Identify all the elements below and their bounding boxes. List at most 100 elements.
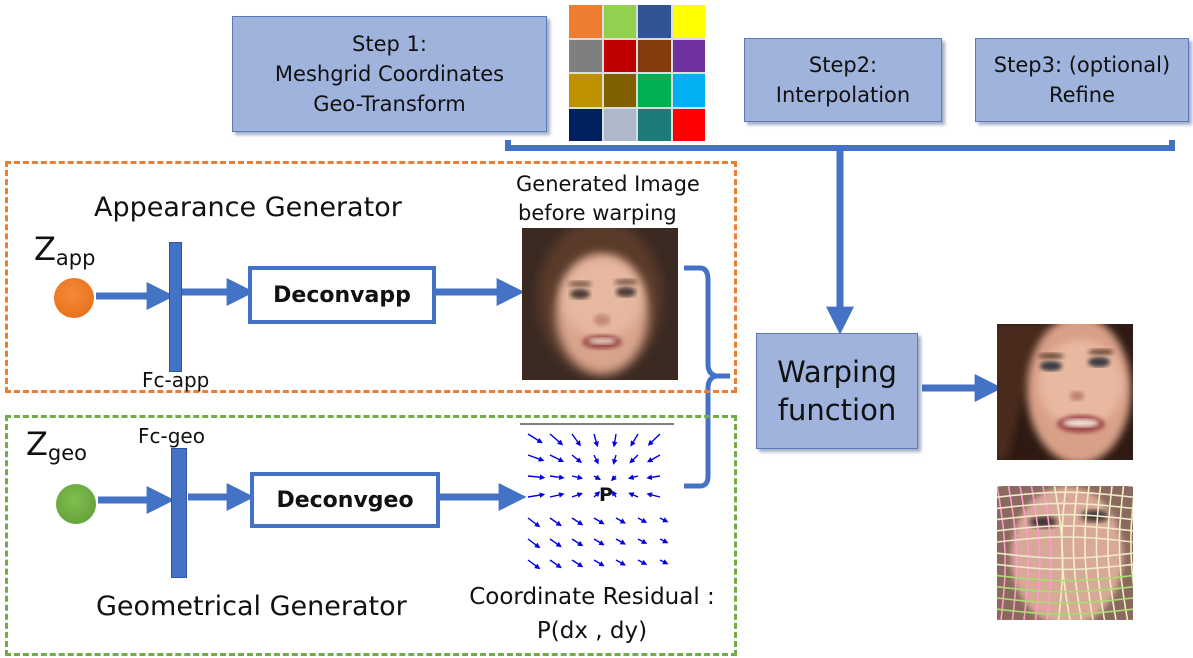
field-vector xyxy=(549,454,565,463)
grid-line-horizontal xyxy=(997,491,1133,498)
field-vector xyxy=(571,454,582,464)
grid-cell xyxy=(672,74,705,107)
field-vector xyxy=(615,538,626,545)
warping-line2: function xyxy=(777,393,897,427)
field-vector xyxy=(527,474,546,480)
residual-line1: Coordinate Residual : xyxy=(469,584,715,610)
generated-image-caption: Generated Image before warping xyxy=(516,170,700,228)
field-vector xyxy=(611,490,618,498)
step3-line1: Step3: (optional) xyxy=(993,53,1171,77)
field-vector xyxy=(630,433,639,447)
field-vector xyxy=(549,559,562,569)
field-vector xyxy=(549,538,562,548)
field-vector xyxy=(593,559,605,567)
grid-line-horizontal xyxy=(997,597,1133,604)
field-vector xyxy=(571,492,583,498)
field-vector xyxy=(659,538,669,544)
fc-app-label: Fc-app xyxy=(142,368,210,392)
field-vector xyxy=(646,454,661,463)
z-geo-label: Zgeo xyxy=(26,425,87,465)
grid-line-horizontal xyxy=(997,586,1133,593)
grid-line-horizontal xyxy=(997,574,1133,582)
grid-line-vertical xyxy=(1061,486,1071,620)
top-bracket xyxy=(505,140,1175,151)
grid-line-vertical xyxy=(1042,486,1052,620)
residual-line2: P(dx , dy) xyxy=(536,618,648,644)
grid-line-horizontal xyxy=(997,536,1133,543)
z-app-sub: app xyxy=(55,246,96,270)
grid-line-horizontal xyxy=(997,513,1133,521)
deconvapp-box: Deconvapp xyxy=(248,266,436,324)
warped-face-drawing xyxy=(997,324,1133,460)
field-vector xyxy=(571,538,584,547)
field-vector xyxy=(593,433,599,448)
field-vector xyxy=(637,559,648,565)
field-vector xyxy=(527,492,546,498)
deconvgeo-box: Deconvgeo xyxy=(250,472,440,528)
step3-line2: Refine xyxy=(1048,83,1115,107)
field-vector xyxy=(527,517,541,528)
warping-function-box: Warping function xyxy=(756,333,918,449)
geometry-frame xyxy=(5,415,737,656)
merge-brace xyxy=(684,265,730,489)
field-vector xyxy=(659,559,669,565)
field-vector xyxy=(610,475,617,482)
step1-box: Step 1: Meshgrid Coordinates Geo-Transfo… xyxy=(232,16,547,132)
field-vector xyxy=(571,559,584,568)
step3-box: Step3: (optional) Refine xyxy=(975,38,1189,122)
z-geo-node xyxy=(56,484,96,524)
z-geo-main: Z xyxy=(26,425,48,463)
deconvgeo-label: Deconvgeo xyxy=(276,487,414,513)
grid-cell xyxy=(603,74,636,107)
caption-line2: before warping xyxy=(518,201,677,225)
grid-cell xyxy=(569,74,602,107)
grid-line-vertical xyxy=(1007,486,1018,620)
grid-cell xyxy=(672,108,705,141)
field-vector xyxy=(647,433,661,446)
grid-line-vertical xyxy=(1095,486,1106,620)
grid-line-vertical xyxy=(1030,486,1041,620)
residual-caption: Coordinate Residual : P(dx , dy) xyxy=(449,580,735,648)
field-vector xyxy=(646,474,661,481)
z-app-main: Z xyxy=(34,230,56,268)
field-vector xyxy=(593,517,605,525)
warped-grid-drawing xyxy=(997,486,1133,620)
field-vector xyxy=(527,454,545,462)
field-vector xyxy=(659,517,669,523)
z-geo-sub: geo xyxy=(47,441,88,465)
grid-line-horizontal xyxy=(997,552,1133,560)
field-vector xyxy=(593,454,599,465)
field-vector xyxy=(527,538,541,549)
grid-cell xyxy=(569,39,602,72)
meshgrid-color-grid xyxy=(569,5,705,141)
grid-cell xyxy=(638,108,671,141)
field-vector xyxy=(549,474,565,481)
grid-line-vertical xyxy=(1107,486,1117,620)
grid-cell xyxy=(603,108,636,141)
coordinate-residual-field xyxy=(520,423,674,570)
step2-line1: Step2: xyxy=(808,53,878,77)
grid-cell xyxy=(638,39,671,72)
field-vector xyxy=(612,454,618,465)
grid-line-vertical xyxy=(1084,486,1094,620)
field-vector xyxy=(549,492,565,498)
field-vector xyxy=(571,517,584,526)
field-vector xyxy=(571,433,581,447)
grid-line-horizontal xyxy=(997,524,1133,532)
grid-cell xyxy=(672,39,705,72)
grid-line-horizontal xyxy=(997,563,1133,571)
field-vector xyxy=(549,517,562,527)
field-vector xyxy=(637,517,648,523)
warped-output-face xyxy=(997,324,1133,460)
z-app-label: Zapp xyxy=(34,230,95,270)
field-vector xyxy=(593,474,601,480)
field-vector xyxy=(637,538,648,544)
step2-line2: Interpolation xyxy=(775,83,911,107)
fc-geo-label: Fc-geo xyxy=(138,424,205,448)
deconvapp-label: Deconvapp xyxy=(273,282,411,308)
field-vector xyxy=(627,474,639,480)
fc-geo-bar xyxy=(171,448,187,578)
grid-cell xyxy=(569,5,602,38)
appearance-title: Appearance Generator xyxy=(94,192,402,223)
